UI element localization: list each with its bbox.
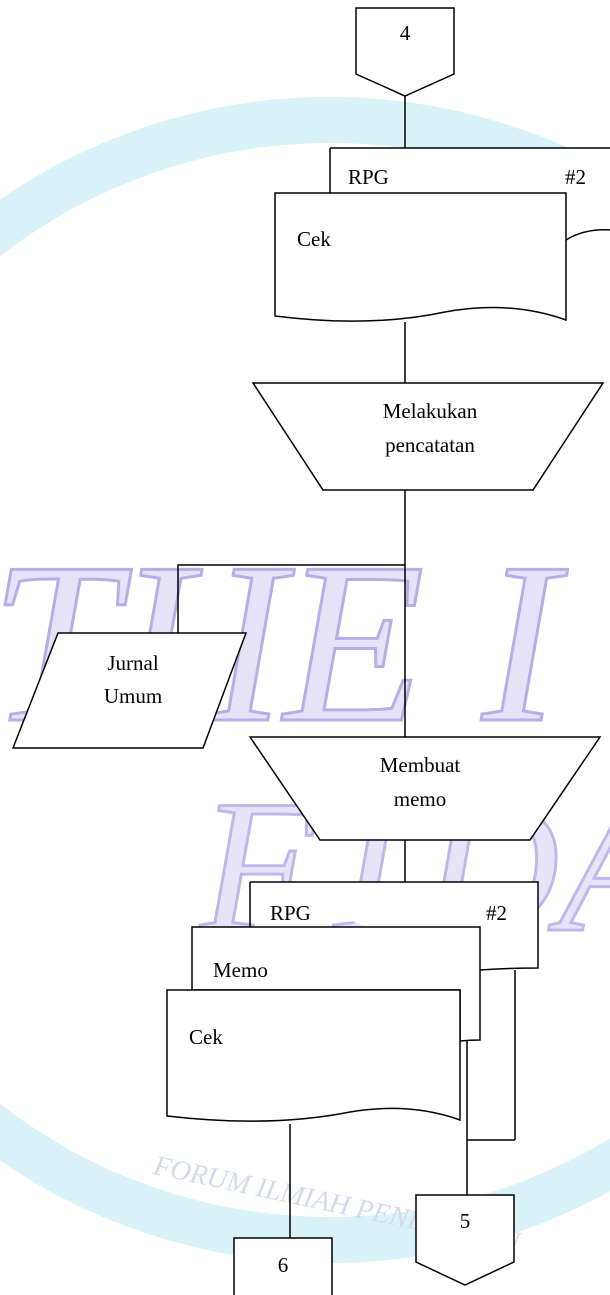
doc-stack-front-label: Cek	[189, 1025, 223, 1049]
process-pencatatan-shape	[251, 382, 605, 491]
doc-stack-middle-label: Memo	[213, 958, 268, 982]
process-memo-line1: Membuat	[380, 753, 461, 777]
doc-top-front-shape	[274, 192, 567, 322]
process-memo-shape	[248, 736, 602, 841]
process-pencatatan-line2: pencatatan	[385, 433, 475, 457]
process-memo-line2: memo	[394, 787, 447, 811]
connector-4-label: 4	[400, 21, 411, 45]
connector-5-label: 5	[460, 1209, 471, 1233]
journal-shape	[11, 632, 248, 749]
doc-top-back-wave	[565, 228, 610, 241]
doc-stack-back-header: RPG	[270, 901, 311, 925]
doc-top-back-number: #2	[565, 165, 586, 189]
connector-4-shape	[355, 7, 455, 97]
connector-5-shape	[415, 1194, 515, 1286]
process-pencatatan-line1: Melakukan	[383, 399, 478, 423]
flow-branch-journal	[177, 564, 405, 633]
doc-top-back-header: RPG	[348, 165, 389, 189]
journal-line2: Umum	[104, 684, 162, 708]
doc-stack-front-shape	[166, 989, 461, 1122]
doc-stack-back-number: #2	[486, 901, 507, 925]
journal-line1: Jurnal	[107, 651, 158, 675]
connector-6-shape	[233, 1237, 333, 1295]
doc-top-front-label: Cek	[297, 227, 331, 251]
connector-6-label: 6	[278, 1253, 289, 1277]
